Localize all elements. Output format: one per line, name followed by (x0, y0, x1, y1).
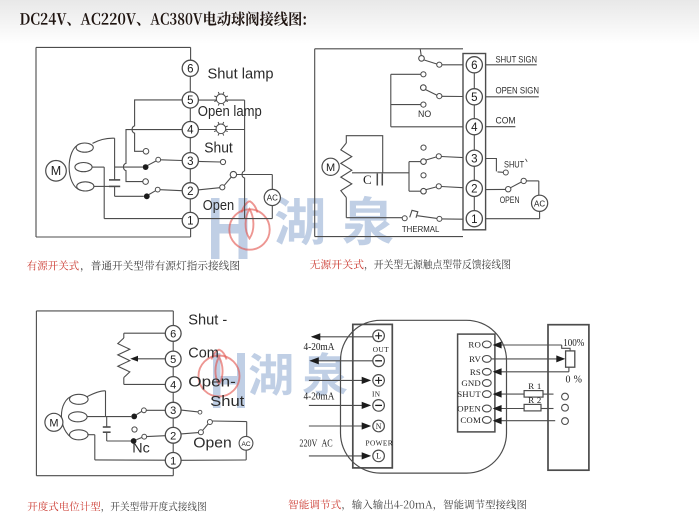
svg-text:3: 3 (187, 156, 193, 168)
svg-text:POWER: POWER (366, 439, 394, 448)
svg-text:1: 1 (471, 214, 477, 226)
svg-text:RS: RS (470, 367, 481, 377)
svg-text:4: 4 (187, 125, 194, 137)
svg-text:C: C (363, 172, 372, 187)
svg-text:COM: COM (460, 415, 481, 425)
svg-text:1: 1 (170, 455, 176, 467)
svg-text:SHUT: SHUT (504, 160, 524, 170)
svg-text:RV: RV (469, 354, 481, 364)
svg-text:2: 2 (187, 186, 193, 198)
svg-text:OPEN: OPEN (457, 404, 481, 414)
svg-text:OPEN SIGN: OPEN SIGN (496, 85, 540, 95)
svg-text:AC: AC (241, 441, 250, 448)
svg-text:Open: Open (193, 435, 232, 452)
svg-text:R 2: R 2 (528, 395, 541, 405)
svg-text:M: M (49, 417, 58, 429)
svg-text:Com: Com (188, 345, 219, 362)
svg-text:6: 6 (471, 60, 477, 72)
svg-text:3: 3 (170, 405, 176, 417)
svg-text:Shut: Shut (204, 140, 233, 156)
svg-text:4-20mA: 4-20mA (304, 342, 335, 353)
svg-text:AC: AC (267, 194, 278, 203)
svg-text:4-20mA: 4-20mA (304, 391, 335, 402)
svg-text:3: 3 (471, 153, 477, 165)
svg-text:OUT: OUT (373, 345, 389, 354)
svg-text:N: N (376, 422, 382, 431)
svg-text:IN: IN (372, 389, 381, 398)
svg-text:Shut: Shut (210, 393, 245, 410)
svg-text:Open-: Open- (188, 373, 236, 390)
svg-text:Shut -: Shut - (188, 312, 227, 329)
svg-text:COM: COM (496, 116, 516, 126)
svg-text:THERMAL: THERMAL (402, 224, 440, 234)
svg-text:1: 1 (187, 216, 193, 228)
svg-text:Open: Open (203, 198, 235, 214)
svg-text:5: 5 (187, 95, 193, 107)
svg-text:2: 2 (170, 430, 176, 442)
svg-text:2: 2 (471, 184, 477, 196)
svg-text:4: 4 (170, 379, 176, 391)
svg-text:4: 4 (471, 122, 478, 134)
svg-text:Open lamp: Open lamp (198, 104, 262, 120)
svg-text:NO: NO (418, 109, 431, 119)
svg-text:GND: GND (461, 378, 481, 388)
svg-text:L: L (376, 452, 381, 461)
svg-text:6: 6 (187, 63, 193, 75)
svg-text:OPEN: OPEN (500, 195, 520, 205)
svg-text:M: M (51, 164, 61, 178)
svg-text:0 %: 0 % (566, 374, 583, 385)
svg-text:5: 5 (170, 354, 176, 366)
svg-text:Nc: Nc (132, 440, 150, 455)
svg-text:RO: RO (468, 340, 481, 350)
svg-text:SHUT: SHUT (457, 389, 481, 399)
svg-text:Shut lamp: Shut lamp (208, 66, 274, 82)
svg-text:M: M (326, 162, 335, 174)
svg-text:SHUT SIGN: SHUT SIGN (496, 54, 538, 64)
svg-text:AC: AC (534, 199, 545, 208)
svg-text:220V AC: 220V AC (299, 438, 332, 449)
svg-text:100%: 100% (563, 338, 584, 349)
svg-text:6: 6 (170, 328, 176, 340)
svg-text:R 1: R 1 (528, 381, 541, 391)
svg-text:5: 5 (471, 92, 477, 104)
